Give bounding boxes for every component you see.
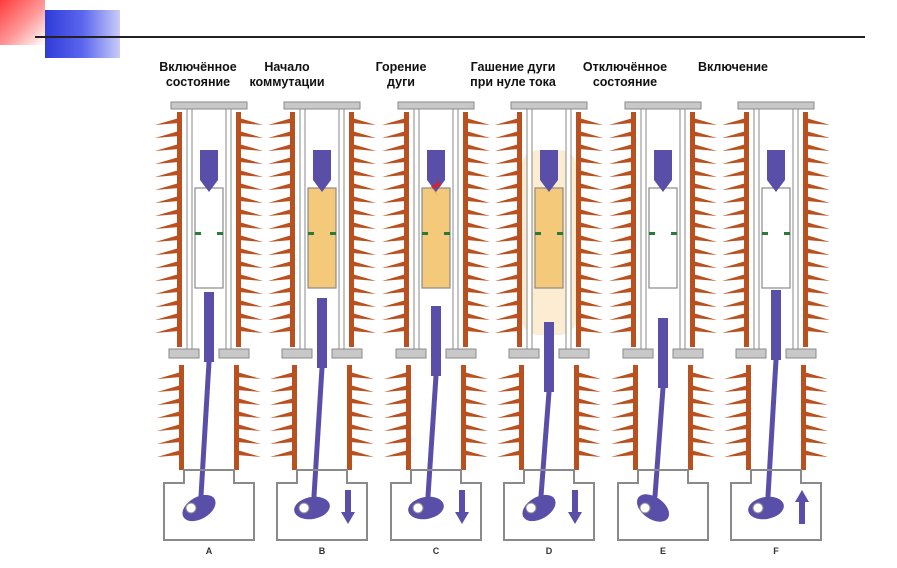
stage-letter-d: D [545,546,553,556]
breaker-stage-d [495,101,603,541]
breaker-stage-e [609,101,717,541]
insulator-sheds [609,112,717,470]
mid-flange-left [622,348,654,359]
stage-title-c: Горение дуги [375,60,427,89]
mechanism-housing [730,469,822,541]
stage-title-f: Включение [698,60,768,74]
linkage-rod [425,373,439,499]
interrupter-chamber [421,187,451,289]
mechanism-housing [617,469,709,541]
crank-pivot [752,502,764,514]
stage-letter-f: F [773,546,779,556]
arc-spark [431,178,441,196]
breaker-stage-c [382,101,490,541]
breaker-stage-f [722,101,830,541]
moving-contact-rod [204,292,214,362]
stage-letter-b: B [318,546,326,556]
crank-pivot [639,502,651,514]
crank-lever [408,496,444,520]
insulator-sheds [382,112,490,470]
mid-flange-right [218,348,250,359]
mechanism-housing [503,469,595,541]
mid-flange-left [281,348,313,359]
crank-lever [294,496,330,520]
mid-flange-left [508,348,540,359]
breaker-stage-a [155,101,263,541]
fixed-contact [767,150,785,192]
mid-flange-right [672,348,704,359]
mechanism-housing [163,469,255,541]
moving-contact-rod [544,322,554,392]
top-flange [624,101,702,110]
arrow-down-icon [455,490,469,524]
crank-lever [636,494,670,522]
moving-contact-rod [431,306,441,376]
mid-flange-left [395,348,427,359]
top-flange [170,101,248,110]
moving-contact-rod [317,298,327,368]
linkage-rod [538,389,552,499]
mid-flange-right [785,348,817,359]
crank-lever [182,494,216,522]
stage-letter-c: C [432,546,440,556]
fixed-contact [427,150,445,192]
interrupter-chamber [761,187,791,289]
top-flange [283,101,361,110]
stage-letter-e: E [659,546,666,556]
interrupter-chamber [534,187,564,289]
mid-flange-left [735,348,767,359]
insulator-sheds [722,112,830,470]
slide-header-rule [35,36,865,38]
breaker-stage-b [268,101,376,541]
interrupter-chamber [194,187,224,289]
mechanism-housing [276,469,368,541]
insulator-sheds [155,112,263,470]
linkage-rod [765,357,779,499]
fixed-contact [313,150,331,192]
crank-lever [748,496,784,520]
mid-flange-right [558,348,590,359]
diagram-panel [140,55,840,565]
crank-pivot [525,502,537,514]
interrupter-chamber [307,187,337,289]
top-flange [510,101,588,110]
top-flange [737,101,815,110]
crank-pivot [185,502,197,514]
interrupter-chamber [648,187,678,289]
linkage-rod [311,365,325,499]
linkage-rod [198,359,212,499]
fixed-contact [200,150,218,192]
crank-pivot [412,502,424,514]
arrow-down-icon [568,490,582,524]
fixed-contact [540,150,558,192]
insulator-sheds [495,112,603,470]
moving-contact-rod [658,318,668,388]
mid-flange-right [445,348,477,359]
stage-title-b: Начало коммутации [249,60,325,89]
linkage-rod [652,385,666,499]
top-flange [397,101,475,110]
insulator-sheds [268,112,376,470]
stage-titles: Включённое состояние Начало коммутации Г… [140,60,840,100]
mid-flange-right [331,348,363,359]
mid-flange-left [168,348,200,359]
arrow-down-icon [341,490,355,524]
stage-title-a: Включённое состояние [159,60,237,89]
arrow-up-icon [795,490,809,524]
moving-contact-rod [771,290,781,360]
stage-title-d: Гашение дуги при нуле тока [470,60,556,89]
crank-pivot [298,502,310,514]
stage-title-e: Отключённое состояние [582,60,668,89]
fixed-contact [654,150,672,192]
mechanism-housing [390,469,482,541]
slide-decor-blue-square [45,10,120,58]
stage-letter-a: A [205,546,213,556]
crank-lever [522,494,556,522]
